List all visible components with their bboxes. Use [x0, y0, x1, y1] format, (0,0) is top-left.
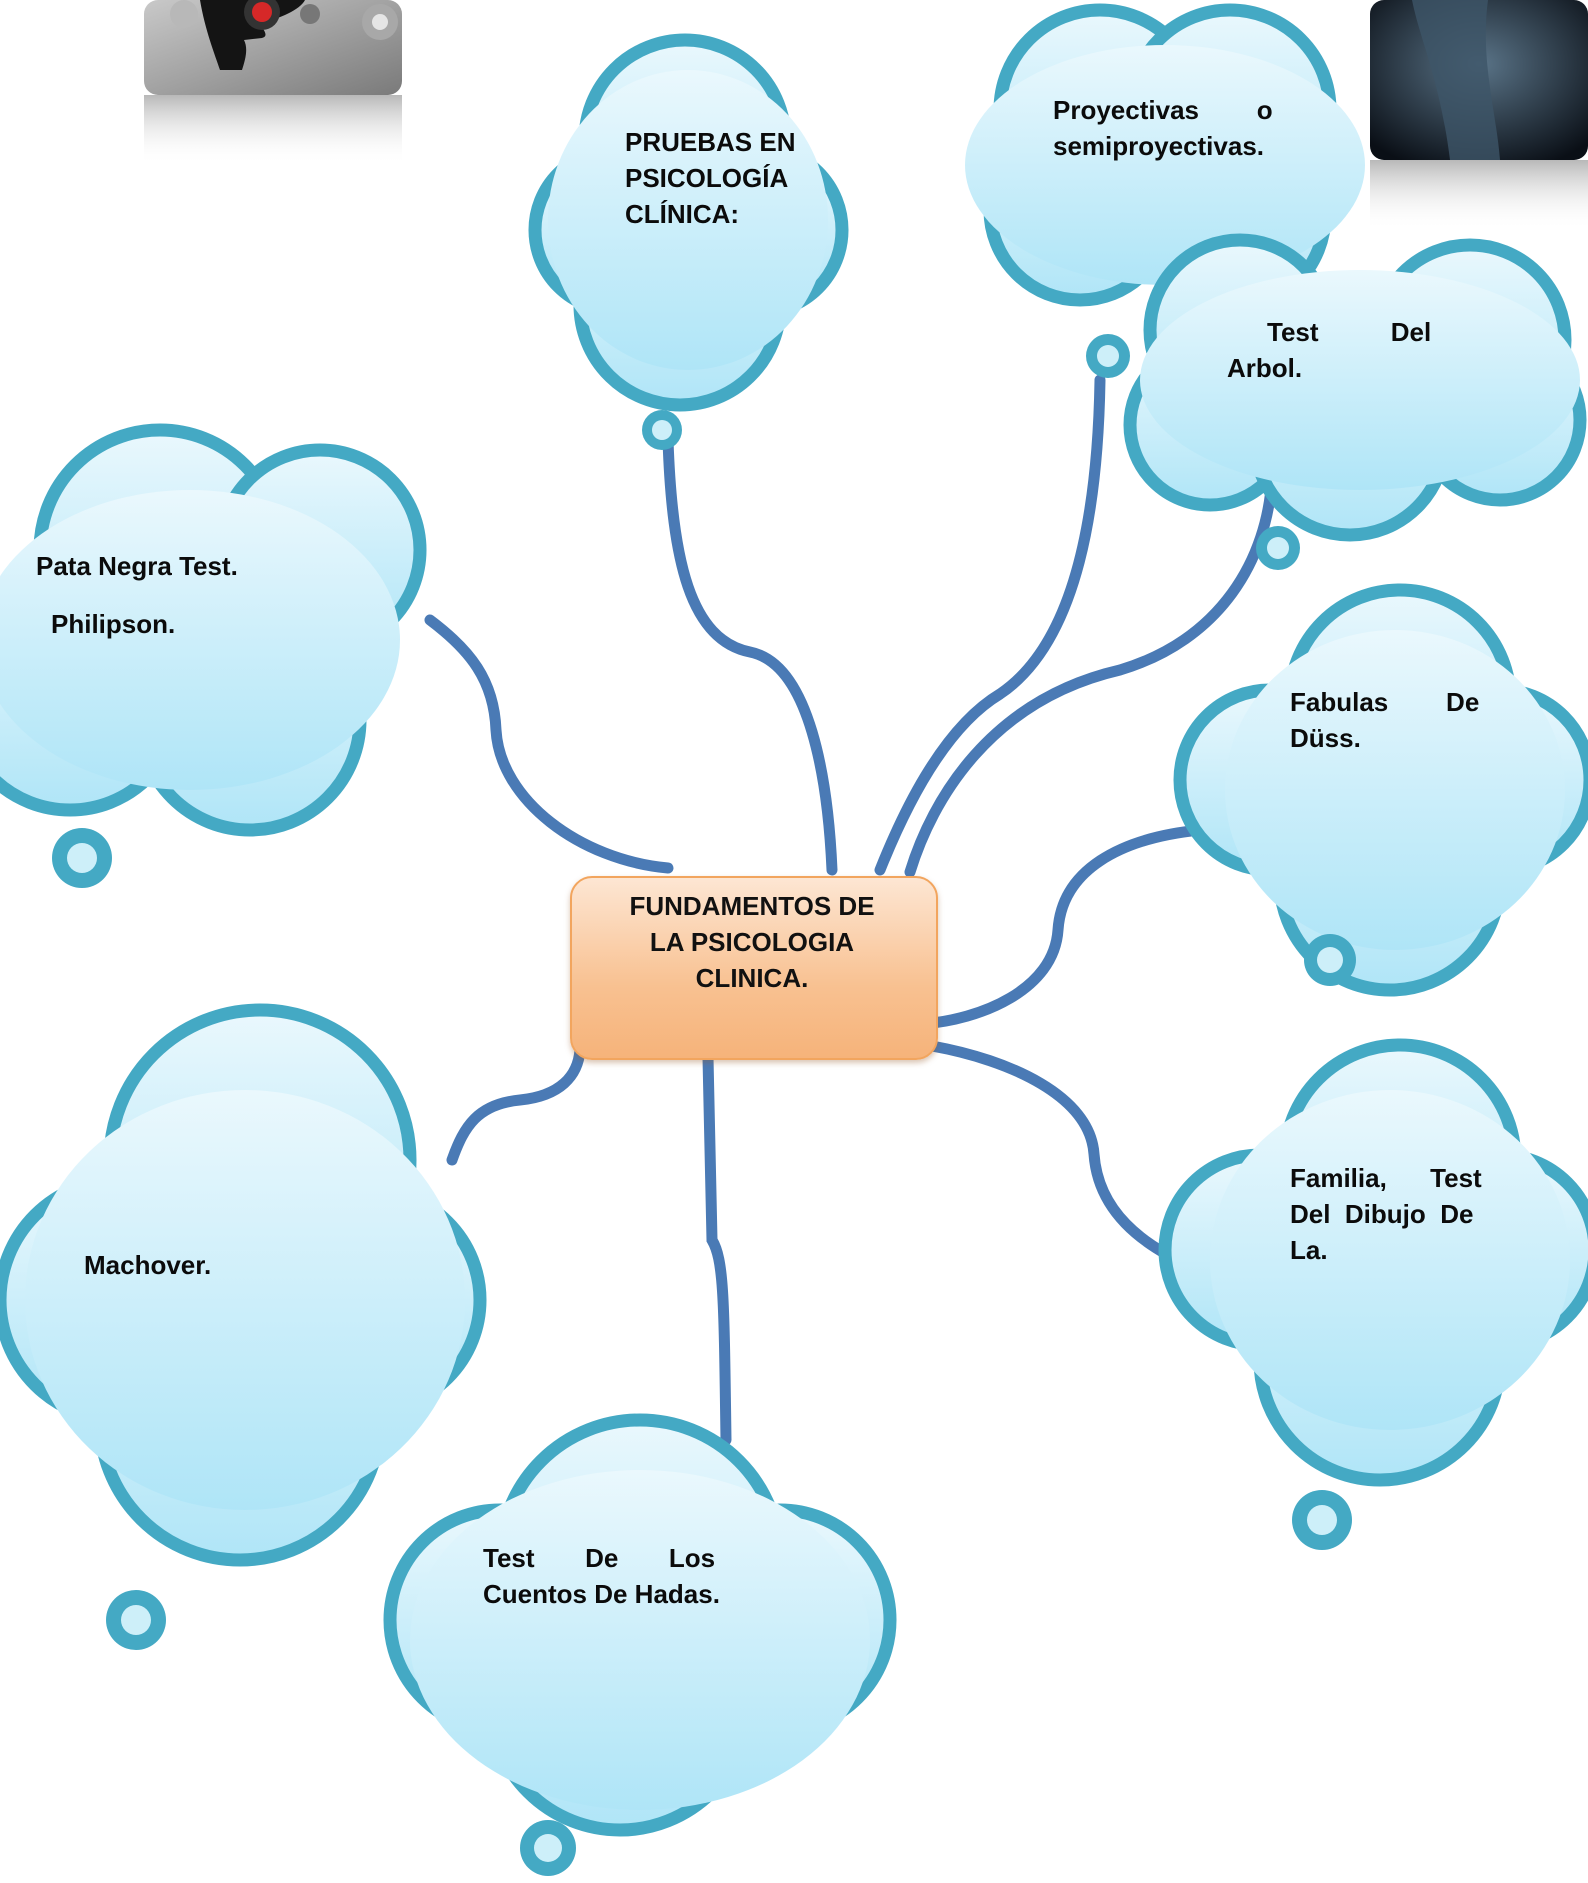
familia-line-1: Familia, Test — [1290, 1163, 1482, 1193]
arbol-line-1: Test Del — [1267, 317, 1432, 347]
cloud-cuentos-label: Test De Los Cuentos De Hadas. — [483, 1540, 763, 1612]
cuentos-line-2: Cuentos De Hadas. — [483, 1579, 720, 1609]
connector-fabulas — [916, 824, 1206, 1030]
cloud-pruebas — [528, 33, 849, 450]
cloud-fabulas — [1173, 583, 1588, 997]
cloud-pata-negra — [0, 423, 427, 888]
central-node — [570, 876, 938, 1060]
connector-proyectivas — [874, 374, 1106, 876]
connector-machover — [446, 1044, 586, 1166]
connector-arbol — [904, 470, 1278, 878]
arbol-line-2: Arbol. — [1227, 353, 1303, 383]
central-line-3: CLINICA. — [695, 963, 809, 993]
machover-line-1: Machover. — [84, 1250, 212, 1280]
connector-familia — [926, 1040, 1206, 1276]
cuentos-line-1: Test De Los — [483, 1543, 716, 1573]
head-gears-image — [144, 0, 402, 165]
connectors — [424, 374, 1278, 1446]
cloud-machover-label: Machover. — [84, 1247, 324, 1283]
xray-head-image — [1370, 0, 1588, 230]
pata-negra-line-2: Philipson. — [51, 609, 176, 639]
connector-pata-negra — [424, 614, 674, 874]
fabulas-line-2: Düss. — [1290, 723, 1361, 753]
cloud-arbol-label: Test Del Arbol. — [1227, 314, 1477, 386]
cloud-cuentos — [383, 1413, 897, 1876]
cloud-familia-label: Familia, Test Del Dibujo De La. — [1290, 1160, 1520, 1268]
cloud-proyectivas-label: Proyectivas o semiproyectivas. — [1053, 92, 1323, 164]
cloud-familia — [1158, 1038, 1588, 1550]
pruebas-line-2: PSICOLOGÍA — [625, 163, 789, 193]
cloud-machover — [0, 1003, 487, 1650]
connector-cuentos — [702, 1052, 732, 1446]
central-line-2: LA PSICOLOGIA — [649, 927, 855, 957]
familia-line-2: Del Dibujo De — [1290, 1199, 1474, 1229]
familia-line-3: La. — [1290, 1235, 1328, 1265]
pata-negra-line-1: Pata Negra Test. — [36, 551, 238, 581]
fabulas-line-1: Fabulas De — [1290, 687, 1480, 717]
central-node-label: FUNDAMENTOS DE LA PSICOLOGIA CLINICA. — [570, 888, 934, 996]
cloud-arbol — [1123, 233, 1587, 570]
cloud-pruebas-label: PRUEBAS EN PSICOLOGÍA CLÍNICA: — [625, 124, 835, 232]
pruebas-line-3: CLÍNICA: — [625, 199, 740, 229]
proyectivas-line-1: Proyectivas o — [1053, 95, 1273, 125]
cloud-pata-negra-label: Pata Negra Test. Philipson. — [36, 548, 296, 642]
connector-pruebas — [662, 434, 838, 876]
central-line-1: FUNDAMENTOS DE — [629, 891, 875, 921]
pruebas-line-1: PRUEBAS EN — [625, 127, 796, 157]
proyectivas-line-2: semiproyectivas. — [1053, 131, 1265, 161]
cloud-fabulas-label: Fabulas De Düss. — [1290, 684, 1520, 756]
